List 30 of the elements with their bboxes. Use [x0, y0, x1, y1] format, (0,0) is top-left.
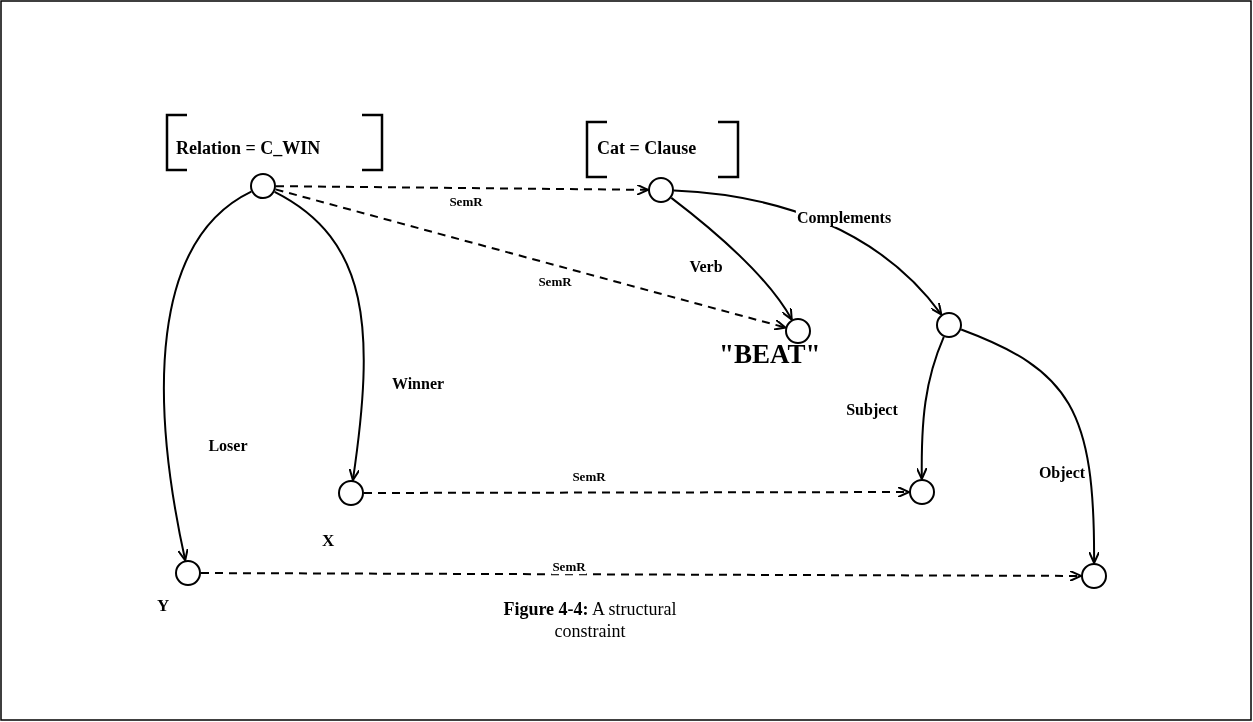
circle-node	[175, 560, 201, 586]
feature-label: Cat = Clause	[597, 139, 697, 159]
arrow	[670, 196, 793, 321]
dashed-arrow	[274, 188, 787, 331]
feature-label: Relation = C_WIN	[176, 139, 321, 159]
circle-node	[785, 318, 811, 344]
dashed-arrow	[200, 569, 1082, 582]
edge-label: SemR	[551, 560, 587, 574]
node-label: X	[322, 532, 335, 551]
arrow	[915, 335, 945, 480]
dashed-arrow	[363, 486, 910, 499]
arrow	[273, 190, 365, 482]
node-label: Y	[157, 597, 170, 616]
circle-node	[338, 480, 364, 506]
node-label: "BEAT"	[719, 340, 821, 370]
edge-label: Object	[1037, 464, 1087, 482]
arrow	[960, 328, 1100, 564]
dashed-arrow	[275, 183, 649, 196]
circle-node	[1081, 563, 1107, 589]
circle-node	[250, 173, 276, 199]
edge-label: SemR	[571, 470, 607, 484]
circle-node	[648, 177, 674, 203]
circle-node	[909, 479, 935, 505]
edge-label: Subject	[845, 401, 899, 419]
edge-label: Complements	[795, 209, 893, 227]
circle-node	[936, 312, 962, 338]
figure-caption: Figure 4-4: A structural constraint	[502, 598, 678, 642]
edge-label: SemR	[537, 275, 573, 289]
edge-label: SemR	[448, 195, 484, 209]
arrow	[163, 190, 253, 562]
